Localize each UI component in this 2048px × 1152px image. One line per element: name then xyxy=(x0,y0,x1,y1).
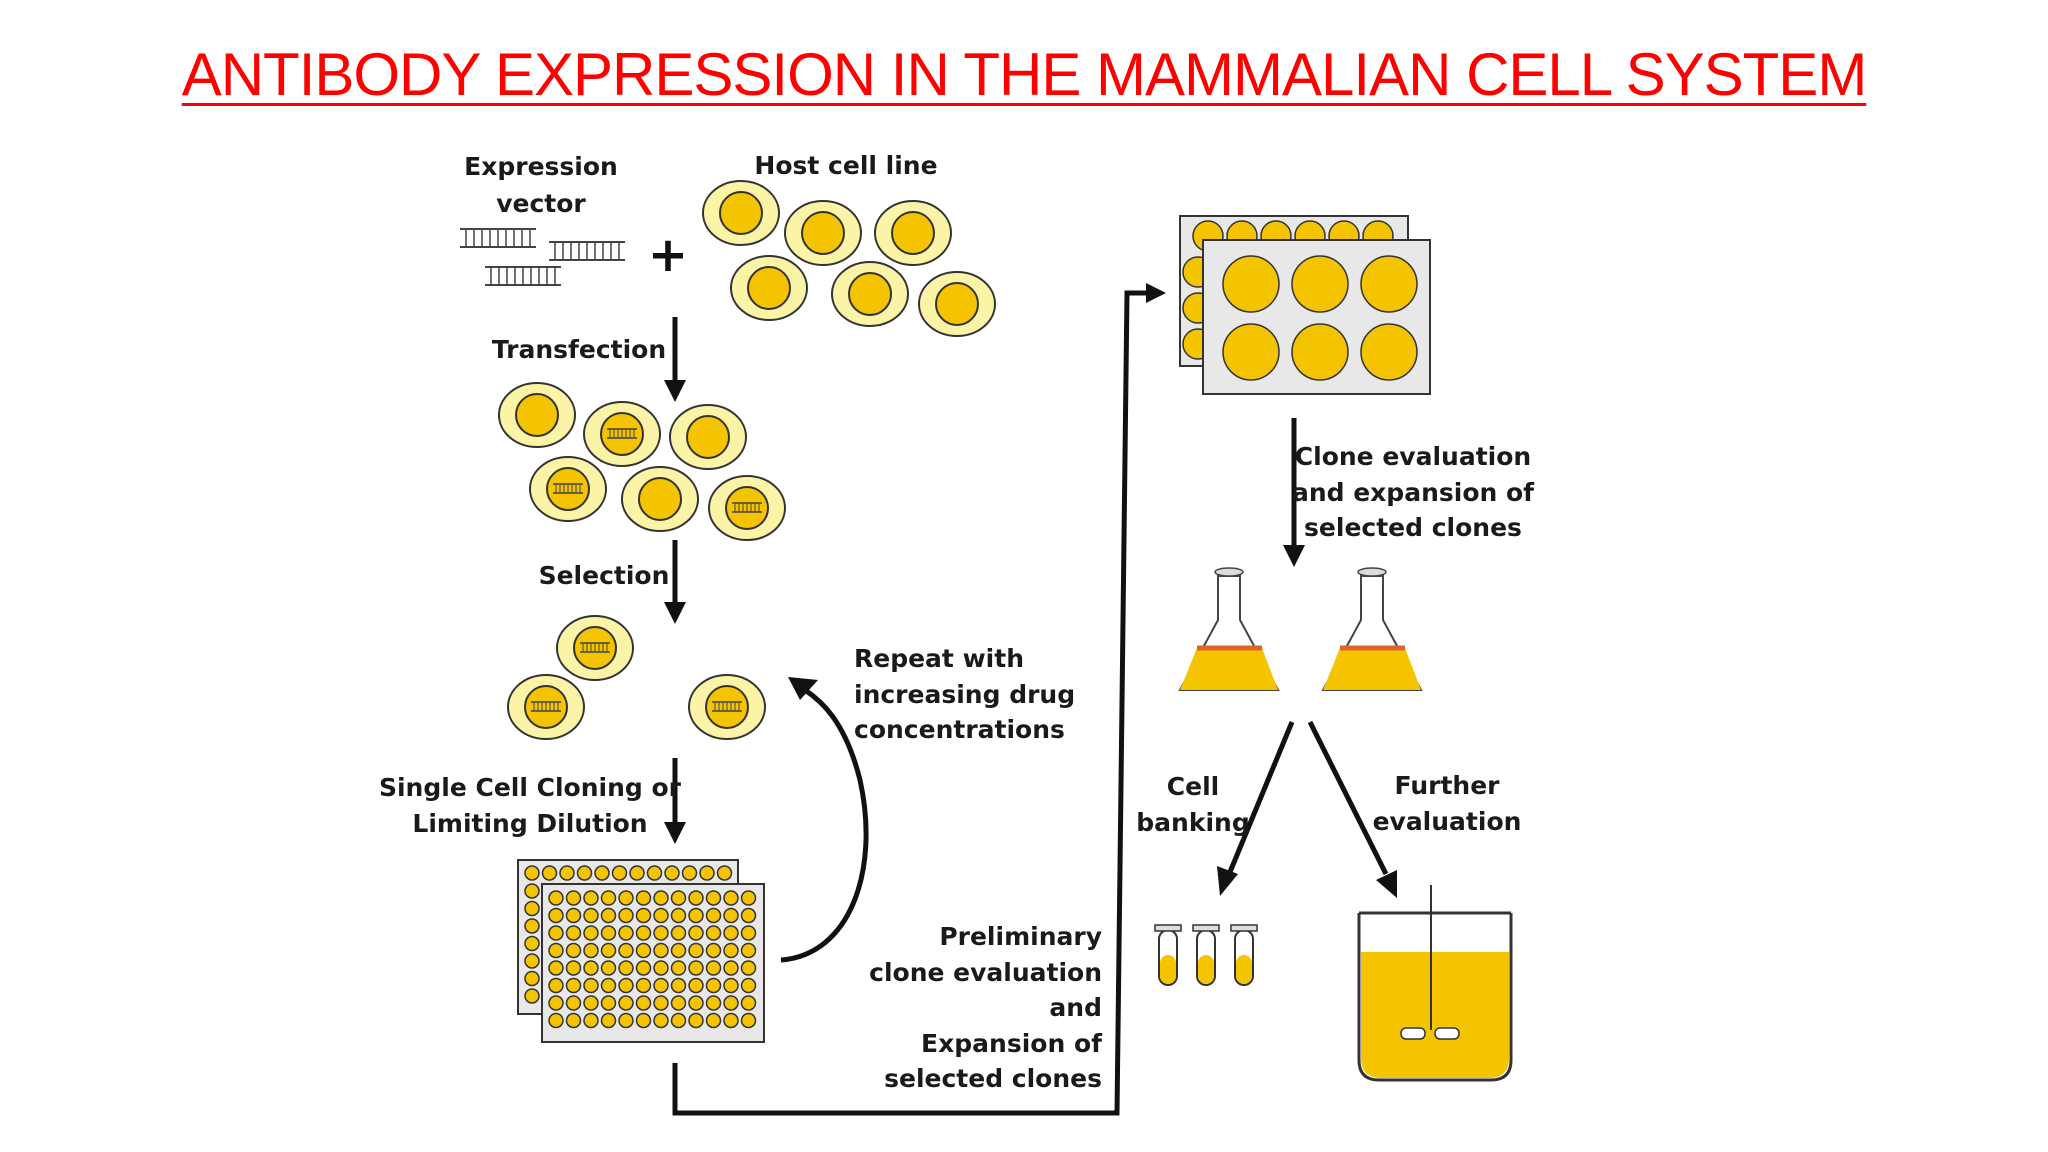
cryovial-tubes-icon xyxy=(1154,924,1258,986)
further-evaluation-label-line2: evaluation xyxy=(1373,807,1522,836)
cell-banking-arrowhead xyxy=(1217,866,1238,896)
preliminary-label-line4: Expansion of xyxy=(921,1029,1103,1058)
single-cell-cloning-label-line1: Single Cell Cloning or xyxy=(379,773,682,802)
preliminary-label-line5: selected clones xyxy=(884,1064,1102,1093)
96-well-plates-icon xyxy=(517,859,765,1043)
expression-vector-label-line2: vector xyxy=(496,189,586,218)
selection-label: Selection xyxy=(539,561,670,590)
clone-evaluation-label-line2: and expansion of xyxy=(1292,478,1535,507)
transfected-cells-icon xyxy=(498,382,785,540)
selected-cells-icon xyxy=(508,616,765,739)
repeat-label-line2: increasing drug xyxy=(854,680,1075,709)
selection-arrowhead xyxy=(664,602,686,624)
bioreactor-icon xyxy=(1357,885,1513,1082)
further-evaluation-arrowhead xyxy=(1376,870,1397,898)
expression-vector-label-line1: Expression xyxy=(464,152,618,181)
cell-banking-label-line1: Cell xyxy=(1167,772,1219,801)
cloning-arrowhead xyxy=(664,822,686,844)
preliminary-label-line1: Preliminary xyxy=(939,922,1102,951)
slide-title: ANTIBODY EXPRESSION IN THE MAMMALIAN CEL… xyxy=(181,41,1868,108)
host-cells-icon xyxy=(702,180,996,337)
clone-evaluation-arrowhead xyxy=(1283,545,1305,567)
plus-sign: + xyxy=(648,227,688,283)
repeat-label-line1: Repeat with xyxy=(854,644,1024,673)
6-well-plates-icon xyxy=(1179,215,1431,395)
repeat-arrow xyxy=(780,687,869,963)
repeat-label-line3: concentrations xyxy=(854,715,1065,744)
clone-evaluation-label-line1: Clone evaluation xyxy=(1295,442,1531,471)
cell-banking-label-line2: banking xyxy=(1136,808,1249,837)
clone-evaluation-label-line3: selected clones xyxy=(1304,513,1522,542)
cell-banking-arrow xyxy=(1227,721,1295,873)
transfection-label: Transfection xyxy=(492,335,666,364)
further-evaluation-arrow xyxy=(1307,720,1389,876)
preliminary-label-line2: clone evaluation xyxy=(869,958,1102,987)
expansion-connector-arrowhead xyxy=(1146,283,1166,303)
preliminary-label-line3: and xyxy=(1049,993,1102,1022)
repeat-arrowhead xyxy=(788,677,818,700)
dna-vector-icon xyxy=(459,228,626,286)
expansion-connector-arrow xyxy=(672,290,1148,1116)
host-cell-line-label: Host cell line xyxy=(754,151,937,180)
shake-flasks-icon xyxy=(1178,567,1423,691)
further-evaluation-label-line1: Further xyxy=(1395,771,1501,800)
transfection-arrowhead xyxy=(664,380,686,402)
single-cell-cloning-label-line2: Limiting Dilution xyxy=(412,809,647,838)
